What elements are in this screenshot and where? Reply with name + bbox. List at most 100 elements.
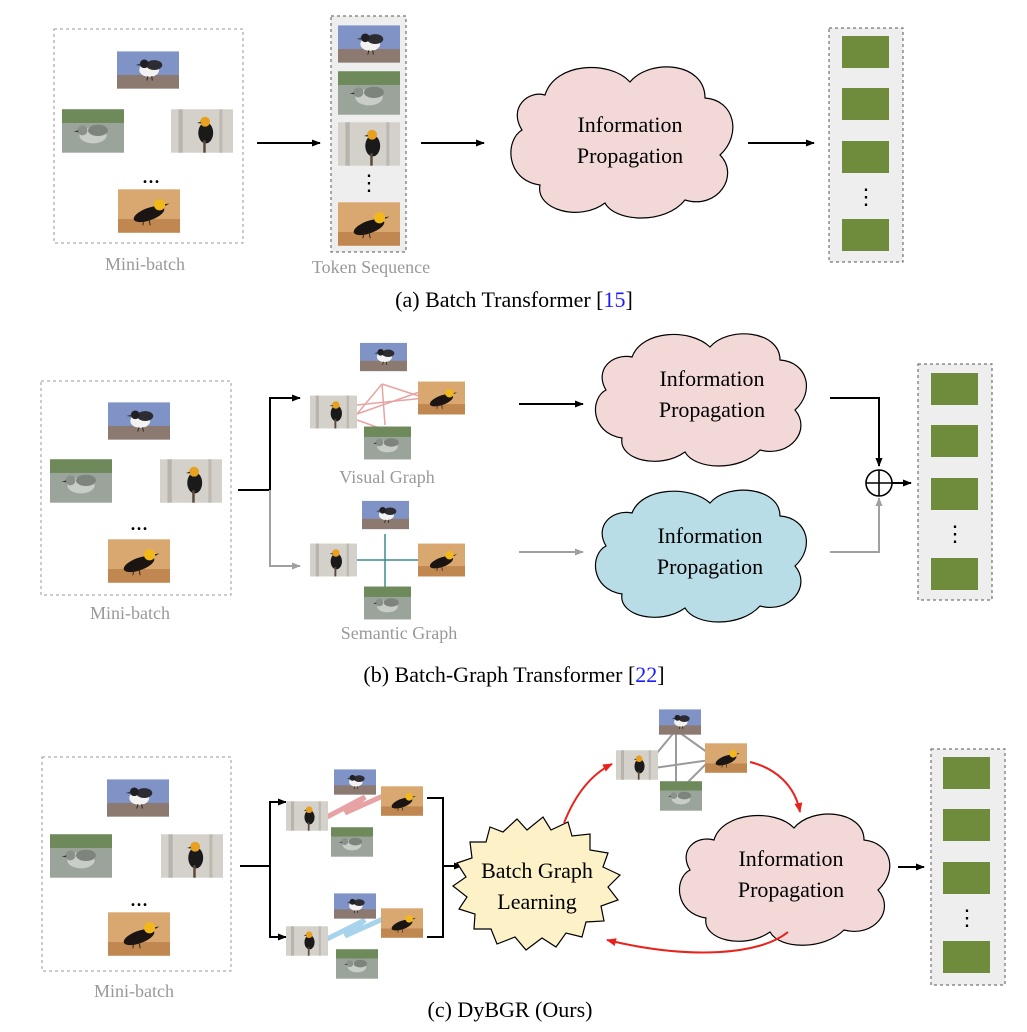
cloud-text-line1: Information <box>659 366 764 391</box>
bird-thumb <box>160 459 222 503</box>
bird-thumb <box>50 834 112 878</box>
minibatch-box-c <box>41 756 232 972</box>
visual-graph <box>310 342 465 460</box>
panel-b: ... Mini-batch Visual Graph <box>40 333 993 687</box>
star-text-line1: Batch Graph <box>481 858 593 883</box>
caption-b: (b) Batch-Graph Transformer [22] <box>363 662 664 687</box>
semantic-graph-label: Semantic Graph <box>341 623 457 643</box>
bird-thumb <box>310 543 357 577</box>
arrow <box>427 797 463 870</box>
bird-thumb <box>334 769 376 795</box>
bird-thumb <box>107 778 169 818</box>
semantic-graph <box>310 500 465 620</box>
bird-thumb <box>286 801 328 831</box>
cloud-text-line1: Information <box>657 523 762 548</box>
panel-c: ... Mini-batch Batch Graph Learning <box>41 709 1006 1022</box>
token-sequence-label: Token Sequence <box>312 257 430 277</box>
bird-thumb <box>108 401 170 441</box>
feature-block <box>943 862 990 894</box>
red-arrow-to-cloud <box>749 761 803 813</box>
dynamic-graph <box>616 709 747 811</box>
bird-thumb <box>338 202 400 246</box>
arrow <box>830 497 883 553</box>
bird-thumb <box>286 926 328 956</box>
bird-thumb <box>338 71 400 115</box>
bird-thumb <box>338 122 400 166</box>
bird-thumb <box>336 949 378 979</box>
bird-thumb <box>338 24 400 64</box>
arrow <box>240 798 287 867</box>
info-propagation-cloud-c <box>678 813 891 946</box>
info-propagation-cloud-b2 <box>594 489 808 623</box>
cloud-text-line2: Propagation <box>738 877 844 902</box>
bird-thumb <box>659 709 701 735</box>
feature-block <box>943 757 990 789</box>
ellipsis: ... <box>130 510 148 536</box>
subgraph-lower <box>286 893 423 979</box>
caption-c: (c) DyBGR (Ours) <box>428 997 593 1022</box>
bird-thumb <box>50 459 112 503</box>
minibatch-box-b <box>40 380 232 596</box>
bird-thumb <box>705 743 747 773</box>
bird-thumb <box>364 586 411 620</box>
arrow <box>238 394 301 491</box>
info-propagation-cloud-a <box>510 66 734 219</box>
minibatch-box-a <box>53 28 244 244</box>
red-arrow-to-graph <box>563 763 613 824</box>
red-arrow-back <box>606 931 789 954</box>
subgraph-upper <box>286 769 423 857</box>
bird-thumb <box>364 426 411 460</box>
bird-thumb <box>660 781 702 811</box>
feature-block <box>943 809 990 841</box>
feature-block <box>931 373 978 405</box>
bird-thumb <box>161 834 223 878</box>
arrow <box>830 397 883 467</box>
feature-block <box>842 36 889 68</box>
feature-block <box>842 219 889 251</box>
vertical-ellipsis: ⋮ <box>944 521 966 546</box>
bird-thumb <box>334 893 376 919</box>
bird-thumb <box>381 786 423 816</box>
star-text-line2: Learning <box>497 889 576 914</box>
vertical-ellipsis: ⋮ <box>855 184 877 209</box>
bird-thumb <box>108 912 170 956</box>
bird-thumb <box>418 543 465 577</box>
bird-thumb <box>108 538 170 584</box>
cloud-text-line2: Propagation <box>657 554 763 579</box>
feature-block <box>931 478 978 510</box>
sum-operator-icon <box>865 469 893 497</box>
minibatch-label-c: Mini-batch <box>94 981 174 1001</box>
visual-graph-label: Visual Graph <box>339 467 434 487</box>
vertical-ellipsis: ⋮ <box>956 905 978 930</box>
bird-thumb <box>310 395 357 429</box>
info-propagation-cloud-b1 <box>594 333 808 467</box>
cloud-text-line1: Information <box>577 112 682 137</box>
cloud-text-line1: Information <box>738 846 843 871</box>
bird-thumb <box>117 50 179 90</box>
ellipsis: ... <box>130 886 148 912</box>
arrow <box>269 490 301 570</box>
bird-thumb <box>331 827 373 857</box>
bird-thumb <box>362 500 409 530</box>
bird-thumb <box>360 342 407 372</box>
cloud-text-line2: Propagation <box>659 397 765 422</box>
feature-block <box>931 558 978 590</box>
bird-thumb <box>381 908 423 938</box>
feature-block <box>931 425 978 457</box>
arrow <box>427 866 444 938</box>
batch-graph-learning-star <box>451 816 622 951</box>
feature-block <box>943 941 990 973</box>
bird-thumb <box>62 109 124 153</box>
ellipsis: ... <box>142 163 160 189</box>
minibatch-label-b: Mini-batch <box>90 603 170 623</box>
bird-thumb <box>171 109 233 153</box>
feature-block <box>842 141 889 173</box>
minibatch-label-a: Mini-batch <box>105 254 185 274</box>
caption-a: (a) Batch Transformer [15] <box>395 287 633 312</box>
bird-thumb <box>616 750 658 780</box>
cloud-text-line2: Propagation <box>577 143 683 168</box>
arrow <box>269 866 287 941</box>
bird-thumb <box>118 189 180 233</box>
feature-block <box>842 88 889 120</box>
